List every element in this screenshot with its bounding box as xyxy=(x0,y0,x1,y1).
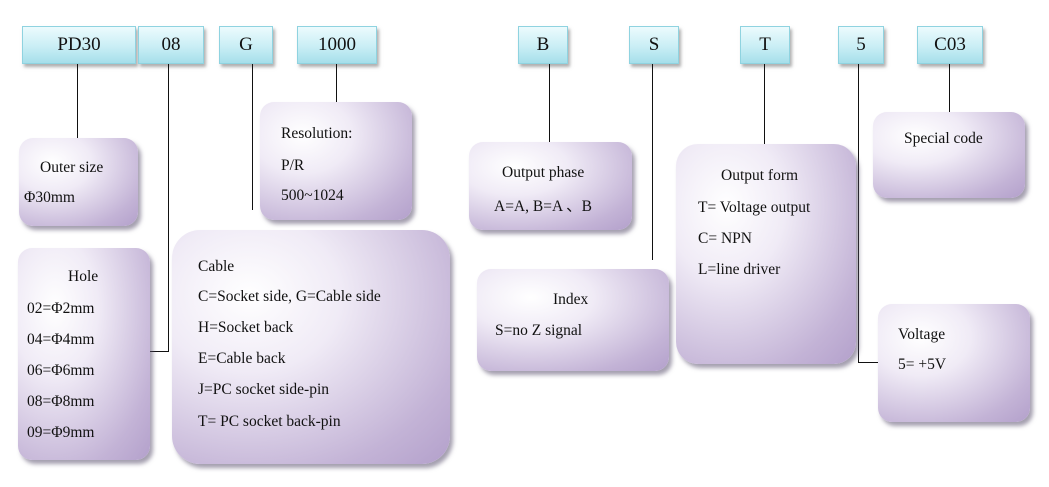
output-phase-box: Output phase A=A, B=A 、B xyxy=(469,142,632,230)
resolution-unit: P/R xyxy=(281,157,305,174)
hole-option: 02=Φ2mm xyxy=(27,300,95,317)
special-code-title: Special code xyxy=(904,130,983,147)
outer-size-box: Outer size Φ30mm xyxy=(19,138,138,226)
connector-hole-horizontal xyxy=(150,351,169,352)
output-form-option: C= NPN xyxy=(698,230,752,247)
outer-size-value: Φ30mm xyxy=(24,189,75,206)
code-box-special-code: C03 xyxy=(917,26,983,64)
index-box: Index S=no Z signal xyxy=(477,269,669,371)
code-box-resolution: 1000 xyxy=(297,26,377,64)
hole-option: 06=Φ6mm xyxy=(27,362,95,379)
output-form-option: L=line driver xyxy=(698,261,781,278)
resolution-range: 500~1024 xyxy=(281,187,344,204)
connector-cable xyxy=(252,64,253,210)
hole-option: 09=Φ9mm xyxy=(27,424,95,441)
resolution-box: Resolution: P/R 500~1024 xyxy=(260,102,412,220)
resolution-title: Resolution: xyxy=(281,125,353,142)
voltage-box: Voltage 5= +5V xyxy=(878,304,1030,422)
connector-hole-vertical xyxy=(168,64,169,352)
hole-title: Hole xyxy=(68,268,99,285)
code-box-outer-size: PD30 xyxy=(22,26,136,64)
connector-voltage-horizontal xyxy=(858,362,878,363)
code-box-output-form: T xyxy=(740,26,790,64)
output-phase-title: Output phase xyxy=(502,164,585,181)
cable-option: E=Cable back xyxy=(198,350,286,367)
connector-output-form xyxy=(764,64,765,144)
voltage-value: 5= +5V xyxy=(898,356,947,373)
code-box-hole: 08 xyxy=(138,26,204,64)
special-code-box: Special code xyxy=(873,112,1025,198)
index-value: S=no Z signal xyxy=(495,322,583,339)
code-box-output-phase: B xyxy=(518,26,568,64)
connector-special-code xyxy=(949,64,950,112)
cable-option: J=PC socket side-pin xyxy=(198,381,330,398)
index-title: Index xyxy=(553,291,589,308)
connector-index xyxy=(652,64,653,260)
cable-title: Cable xyxy=(198,258,235,275)
hole-option: 08=Φ8mm xyxy=(27,393,95,410)
code-box-cable: G xyxy=(219,26,273,64)
cable-box: Cable C=Socket side, G=Cable side H=Sock… xyxy=(172,230,450,464)
code-box-voltage: 5 xyxy=(838,26,884,64)
hole-option: 04=Φ4mm xyxy=(27,331,95,348)
connector-resolution xyxy=(336,64,337,102)
voltage-title: Voltage xyxy=(898,326,946,343)
output-form-box: Output form T= Voltage output C= NPN L=l… xyxy=(676,144,856,364)
connector-voltage-vertical xyxy=(858,64,859,363)
cable-option: T= PC socket back-pin xyxy=(198,413,341,430)
outer-size-title: Outer size xyxy=(40,159,104,176)
output-phase-value: A=A, B=A 、B xyxy=(494,198,593,215)
hole-box: Hole 02=Φ2mm 04=Φ4mm 06=Φ6mm 08=Φ8mm 09=… xyxy=(18,248,150,460)
cable-option: C=Socket side, G=Cable side xyxy=(198,288,381,305)
output-form-title: Output form xyxy=(721,167,799,184)
connector-output-phase xyxy=(549,64,550,142)
output-form-option: T= Voltage output xyxy=(698,199,811,216)
connector-outer-size xyxy=(77,64,78,138)
cable-option: H=Socket back xyxy=(198,319,294,336)
code-box-index: S xyxy=(629,26,679,64)
